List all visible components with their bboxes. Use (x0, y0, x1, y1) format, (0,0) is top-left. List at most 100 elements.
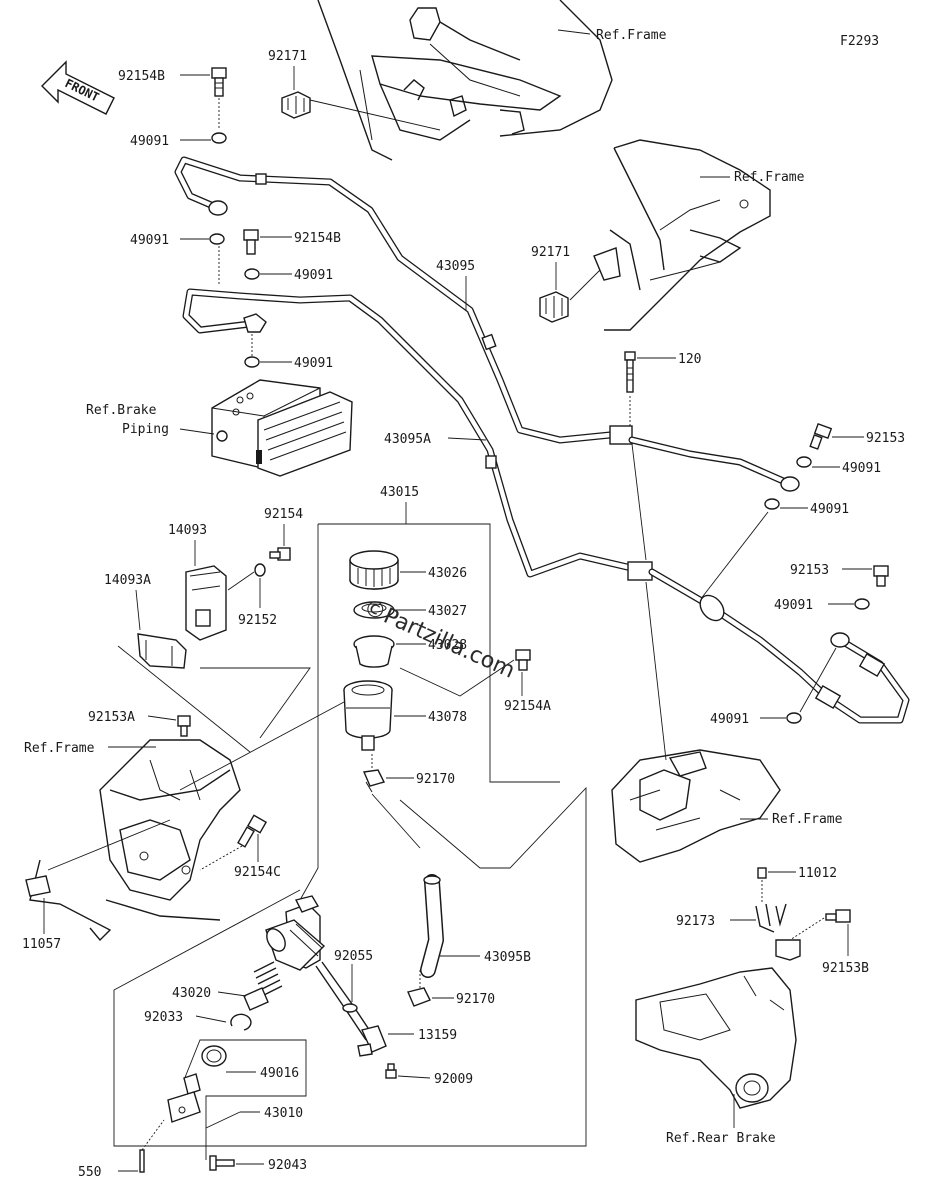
part-92033-circlip (230, 1013, 252, 1031)
part-92153-bolt-a (809, 423, 833, 450)
label-ref-frame-1: Ref.Frame (596, 28, 667, 43)
brake-hose-43095 (174, 156, 800, 492)
part-43026-cap (349, 550, 399, 590)
label-13159: 13159 (418, 1028, 457, 1043)
part-43027-plate (353, 601, 395, 619)
label-43028: 43028 (428, 638, 467, 653)
part-43028-diaphragm (353, 635, 395, 668)
label-49091-d: 49091 (294, 356, 333, 371)
brake-hose-rear-right (648, 568, 910, 724)
label-92173: 92173 (676, 914, 715, 929)
label-92171-b: 92171 (531, 245, 570, 260)
label-ref-frame-3: Ref.Frame (24, 741, 95, 756)
part-43095B-hose (420, 874, 444, 978)
label-550: 550 (78, 1165, 101, 1180)
label-49091-e: 49091 (842, 461, 881, 476)
part-49091-washer-c (244, 268, 260, 280)
part-43020-spring (243, 961, 283, 1011)
label-11057: 11057 (22, 937, 61, 952)
part-92153B-bolt (825, 909, 851, 923)
frame-right-lower-illustration (611, 749, 781, 863)
label-14093A: 14093A (104, 573, 151, 588)
part-92154B-bolt-b (243, 229, 259, 255)
label-49016: 49016 (260, 1066, 299, 1081)
part-11012-pin (757, 867, 767, 879)
part-49091-washer-g (854, 598, 870, 610)
label-92154B-a: 92154B (118, 69, 165, 84)
label-43095: 43095 (436, 259, 475, 274)
part-49016-boot (201, 1045, 227, 1067)
front-arrow-icon: FRONT (41, 60, 115, 115)
part-43078-reservoir (343, 680, 393, 751)
part-92152-washer (254, 563, 266, 577)
label-49091-c: 49091 (294, 268, 333, 283)
part-49091-washer-a (211, 132, 227, 144)
label-ref-frame-4: Ref.Frame (772, 812, 843, 827)
rear-brake-bracket-illustration (635, 939, 801, 1109)
label-92153-a: 92153 (866, 431, 905, 446)
label-92154B-b: 92154B (294, 231, 341, 246)
label-ref-brake-piping-2: Piping (122, 422, 169, 437)
frame-right-illustration (604, 139, 771, 331)
label-49091-a: 49091 (130, 134, 169, 149)
label-43027: 43027 (428, 604, 467, 619)
label-92171-a: 92171 (268, 49, 307, 64)
part-92171-clip-b (539, 247, 621, 323)
label-92009: 92009 (434, 1072, 473, 1087)
part-92154A-bolt (515, 649, 531, 671)
label-92033: 92033 (144, 1010, 183, 1025)
label-49091-h: 49091 (710, 712, 749, 727)
label-43095A: 43095A (384, 432, 431, 447)
part-92043-pin (209, 1155, 235, 1171)
part-43010-master-cylinder (265, 895, 373, 1041)
part-92154B-bolt-a (211, 67, 227, 97)
label-11012: 11012 (798, 866, 837, 881)
part-49091-washer-h (786, 712, 802, 724)
part-92009-screw (385, 1063, 397, 1079)
label-49091-g: 49091 (774, 598, 813, 613)
part-49091-washer-f (764, 498, 780, 510)
label-92153A: 92153A (88, 710, 135, 725)
frame-left-illustration (99, 739, 241, 921)
part-92153A-bolt (177, 715, 191, 737)
label-120: 120 (678, 352, 701, 367)
part-pushrod-clevis (167, 1073, 201, 1123)
part-14093A-bracket (137, 633, 187, 669)
label-92170-a: 92170 (416, 772, 455, 787)
part-14093-guard (185, 565, 227, 641)
part-92170-clamp-b (407, 987, 431, 1007)
diagram-code: F2293 (840, 34, 879, 49)
part-120-bolt (624, 351, 636, 393)
part-49091-washer-e (796, 456, 812, 468)
label-92153B: 92153B (822, 961, 869, 976)
part-49091-washer-b (209, 233, 225, 245)
part-92154-bolt (269, 547, 291, 561)
label-14093: 14093 (168, 523, 207, 538)
part-92055-oring (342, 1003, 358, 1013)
label-92153-b: 92153 (790, 563, 829, 578)
label-92154C: 92154C (234, 865, 281, 880)
part-11057-rod (25, 859, 112, 942)
label-49091-b: 49091 (130, 233, 169, 248)
label-92055: 92055 (334, 949, 373, 964)
part-92153-bolt-b (873, 565, 889, 587)
label-92152: 92152 (238, 613, 277, 628)
label-92154: 92154 (264, 507, 303, 522)
part-49091-washer-d (244, 356, 260, 368)
part-92171-clip-a (281, 91, 311, 119)
label-43078: 43078 (428, 710, 467, 725)
part-92154C-bolt (237, 814, 268, 848)
abs-unit-illustration (211, 379, 353, 477)
label-43095B: 43095B (484, 950, 531, 965)
label-92043: 92043 (268, 1158, 307, 1173)
frame-top-illustration (317, 0, 613, 161)
label-ref-rear-brake: Ref.Rear Brake (666, 1131, 776, 1146)
part-550-pin (139, 1149, 145, 1173)
label-92170-b: 92170 (456, 992, 495, 1007)
part-92173-spring (755, 903, 787, 933)
label-43010: 43010 (264, 1106, 303, 1121)
label-43020: 43020 (172, 986, 211, 1001)
label-43015: 43015 (380, 485, 419, 500)
label-ref-frame-2: Ref.Frame (734, 170, 805, 185)
part-92170-clamp-a (362, 769, 386, 793)
